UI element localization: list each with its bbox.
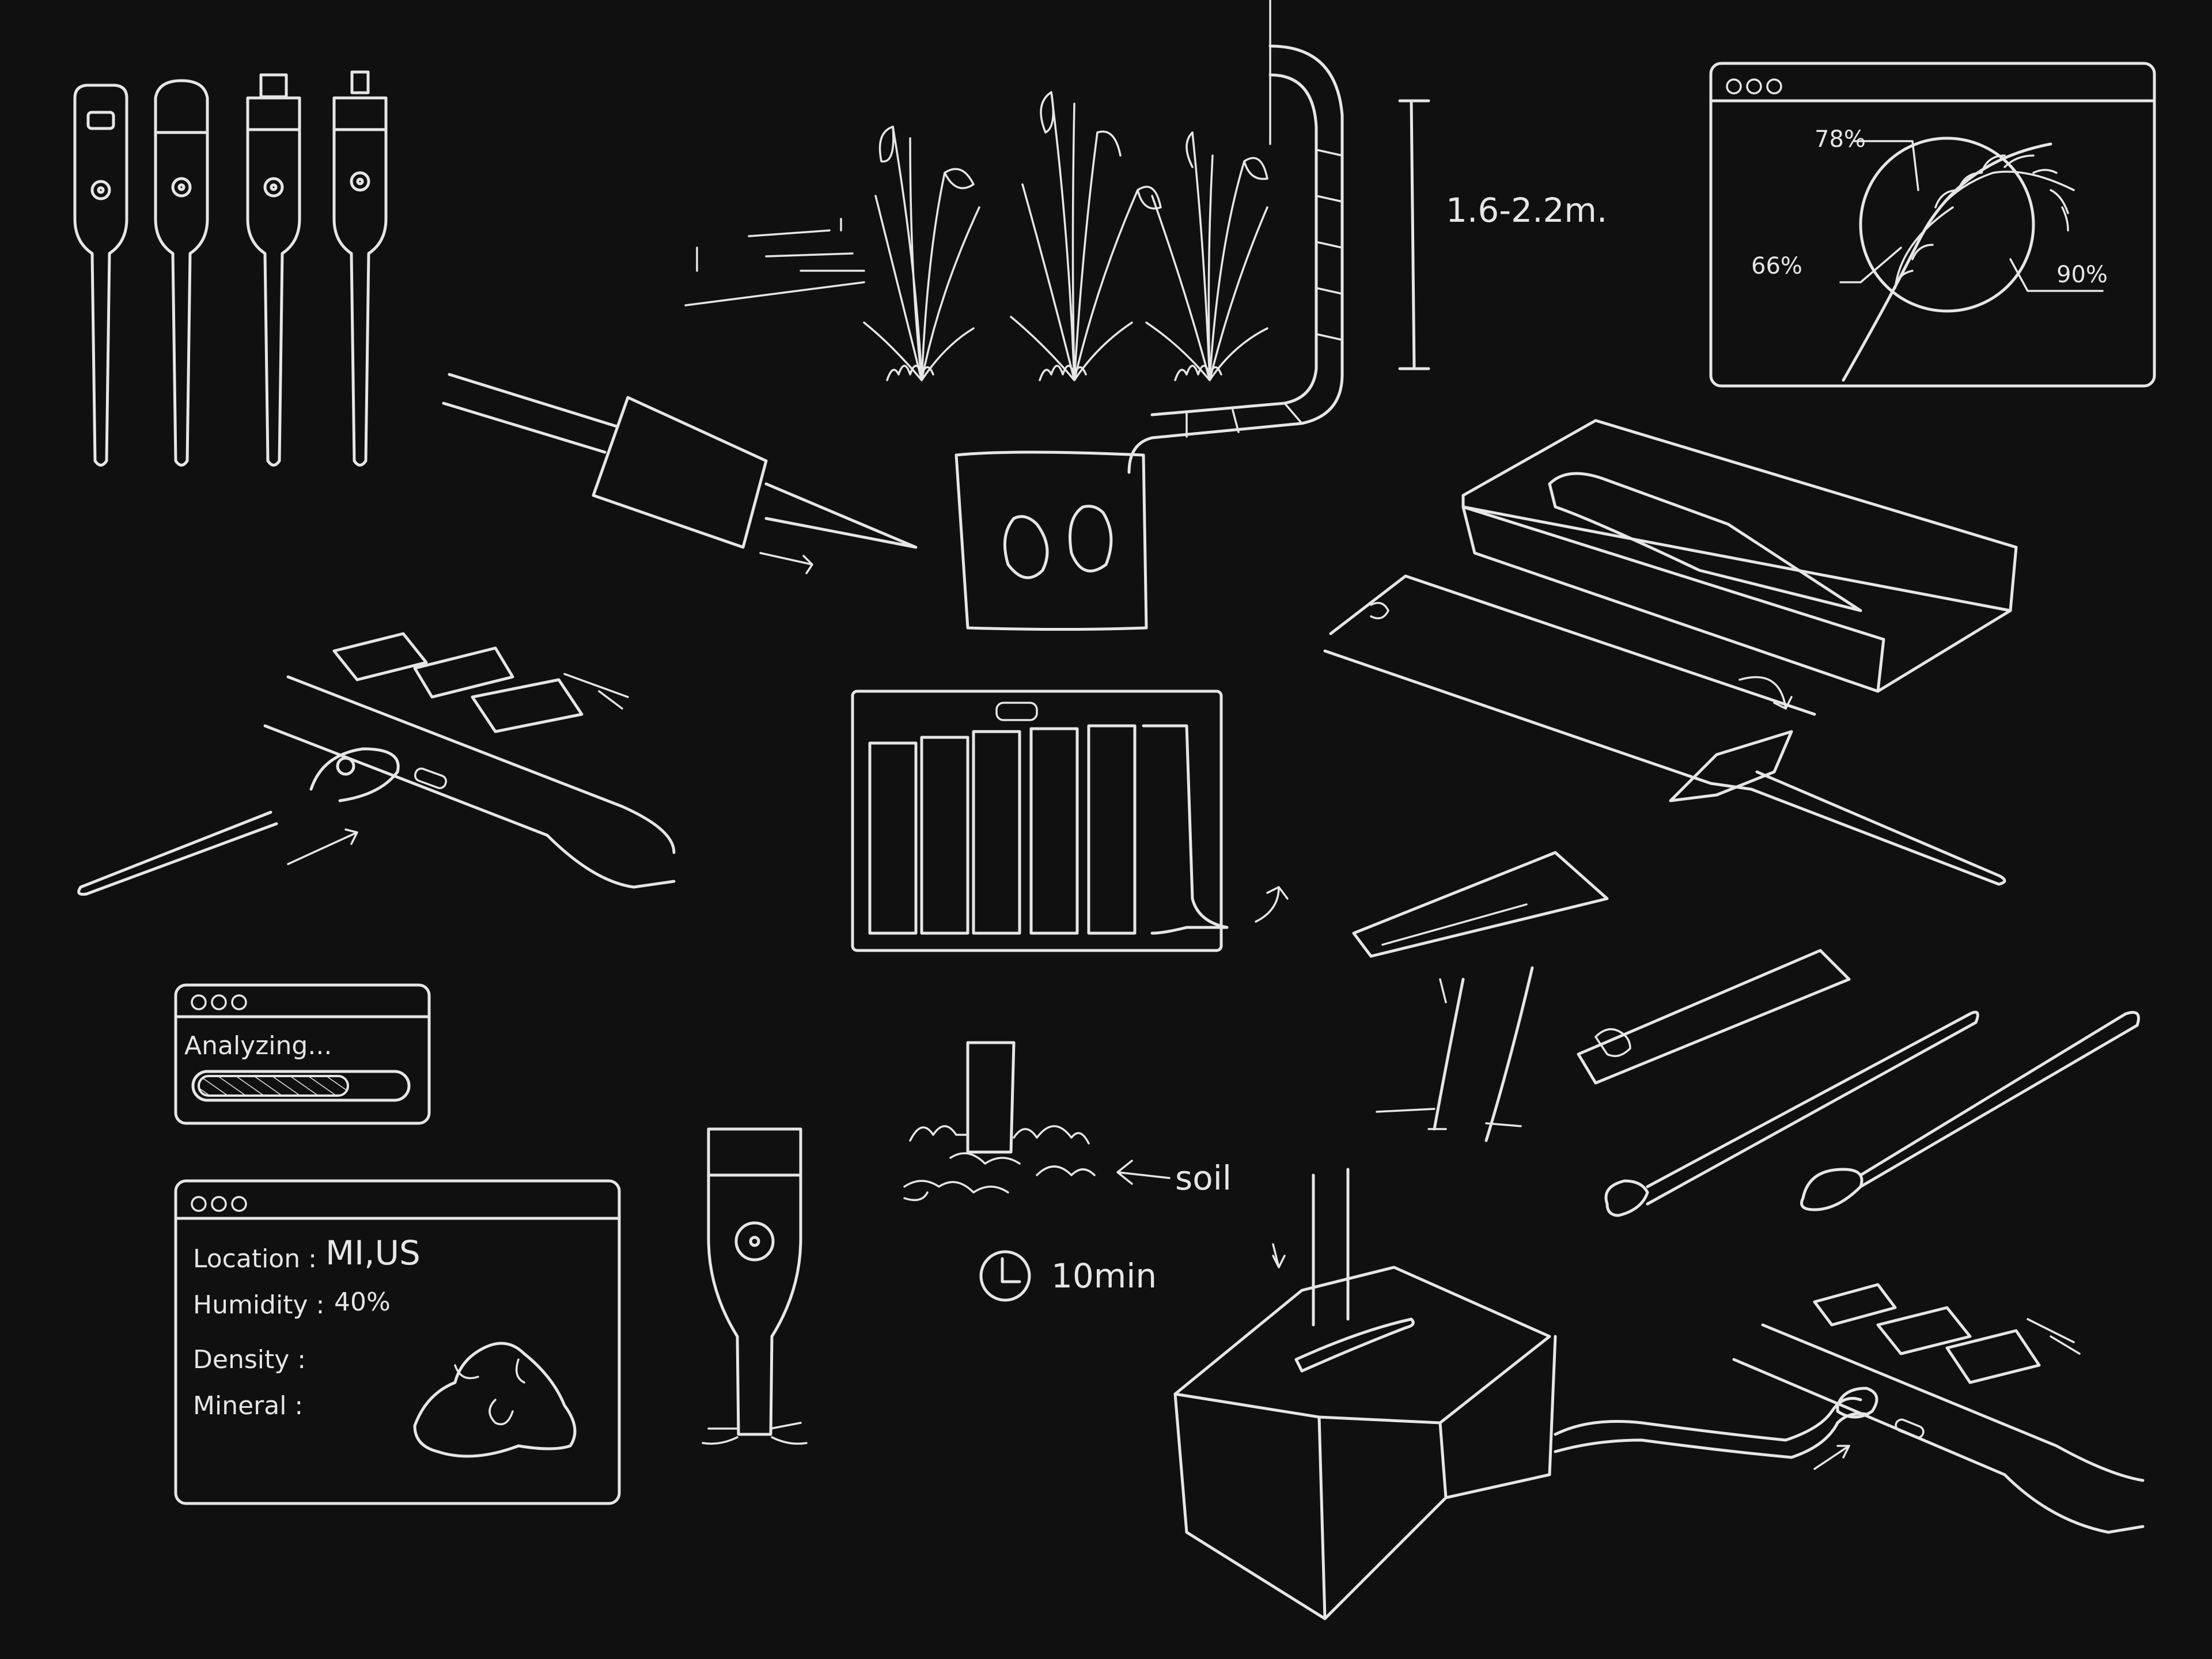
- plant-icon: [863, 126, 980, 381]
- probe-icon: [246, 73, 301, 467]
- location-value: MI,US: [325, 1233, 421, 1272]
- location-label: Location :: [193, 1244, 317, 1274]
- seed-tray-sketch: [851, 690, 1289, 952]
- phone-charging-sketch: [77, 632, 676, 896]
- crop-analysis-window: 78% 66% 90%: [1709, 62, 2156, 388]
- probe-insertion-sketch: [442, 373, 918, 574]
- window-dot-icon: [211, 1196, 227, 1212]
- probe-set: [73, 70, 388, 467]
- pct-90: 90%: [2056, 262, 2108, 288]
- window-dot-icon: [211, 994, 227, 1010]
- analyzing-window: Analyzing...: [174, 983, 431, 1125]
- probe-icon: [702, 1127, 808, 1445]
- phone-charging-sketch: [1732, 1283, 2145, 1534]
- analyzing-label: Analyzing...: [184, 1031, 332, 1060]
- height-label: 1.6-2.2m.: [1446, 191, 1607, 230]
- humidity-value: 40%: [334, 1287, 391, 1317]
- probe-icon: [73, 84, 128, 467]
- window-dot-icon: [1766, 78, 1782, 94]
- window-dot-icon: [1726, 78, 1742, 94]
- plant-icon: [1010, 91, 1162, 381]
- rice-grain-icon: [1842, 142, 2075, 382]
- mineral-label: Mineral :: [193, 1391, 303, 1421]
- analyzer-device-sketch: [1173, 1168, 1868, 1620]
- seed-sample-card: [955, 450, 1148, 631]
- probe-icon: [154, 79, 209, 467]
- window-dot-icon: [191, 1196, 207, 1212]
- pct-78: 78%: [1815, 126, 1866, 153]
- clock-icon: [979, 1250, 1031, 1302]
- cotton-swab-icon: [1800, 1011, 2140, 1211]
- progress-fill: [198, 1075, 349, 1097]
- soil-info-window: Location : MI,US Humidity : 40% Density …: [174, 1179, 621, 1505]
- soil-stick-sketch: soil 10min: [903, 1041, 1232, 1302]
- window-dot-icon: [191, 994, 207, 1010]
- timer-label: 10min: [1051, 1256, 1157, 1296]
- rice-field-sketch: [684, 0, 1344, 474]
- window-dot-icon: [231, 994, 247, 1010]
- probe-icon: [332, 70, 388, 467]
- plant-icon: [1145, 131, 1268, 381]
- progress-track: [191, 1070, 411, 1102]
- window-dot-icon: [1746, 78, 1762, 94]
- pct-66: 66%: [1751, 253, 1802, 279]
- window-dot-icon: [231, 1196, 247, 1212]
- density-label: Density :: [193, 1345, 306, 1374]
- cotton-swab-icon: [1604, 1010, 1979, 1217]
- soil-label: soil: [1175, 1158, 1232, 1198]
- sample-kit-box: [1323, 419, 2018, 886]
- test-strips-sketch: [1352, 851, 1851, 1142]
- humidity-label: Humidity :: [193, 1290, 324, 1320]
- height-scale: 1.6-2.2m.: [1398, 99, 1607, 370]
- soil-mound-icon: [413, 1342, 577, 1458]
